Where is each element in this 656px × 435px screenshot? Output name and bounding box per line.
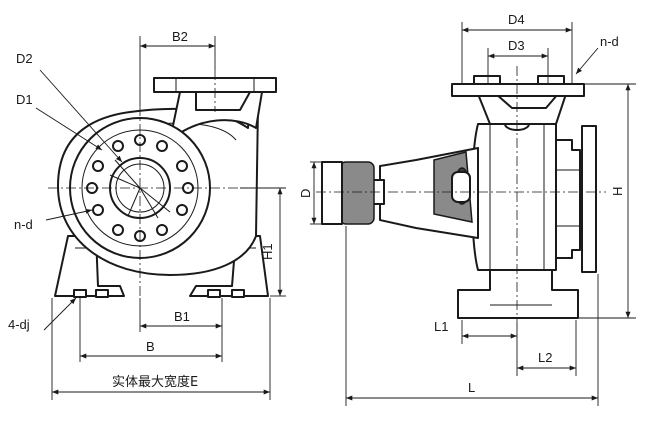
label-n-d-front: n-d — [14, 217, 33, 232]
label-b2: B2 — [172, 29, 188, 44]
label-l: L — [468, 380, 475, 395]
label-l2: L2 — [538, 350, 552, 365]
front-view: B2 D2 D1 n-d H1 B1 B 4-dj 实体最大宽度E — [8, 29, 286, 400]
coupling — [339, 161, 375, 225]
label-4-dj: 4-dj — [8, 317, 30, 332]
side-discharge-flange — [451, 83, 585, 97]
label-l1: L1 — [434, 319, 448, 334]
label-b: B — [146, 339, 155, 354]
side-suction-flange — [581, 125, 597, 273]
label-d1: D1 — [16, 92, 33, 107]
label-e: 实体最大宽度E — [112, 374, 198, 390]
label-d4: D4 — [508, 12, 525, 27]
side-view: D D4 D3 n-d H L1 L2 L — [298, 12, 636, 406]
discharge-nozzle — [169, 91, 263, 141]
flange-bolt-holes — [86, 134, 194, 242]
label-b1: B1 — [174, 309, 190, 324]
label-d2: D2 — [16, 51, 33, 66]
side-suction-nozzle — [555, 139, 581, 259]
label-n-d-side: n-d — [600, 34, 619, 49]
label-h1: H1 — [260, 243, 275, 260]
label-d3: D3 — [508, 38, 525, 53]
label-d: D — [298, 189, 313, 198]
side-casing-body — [471, 123, 557, 271]
side-discharge-neck — [477, 93, 567, 125]
label-h: H — [610, 187, 625, 196]
